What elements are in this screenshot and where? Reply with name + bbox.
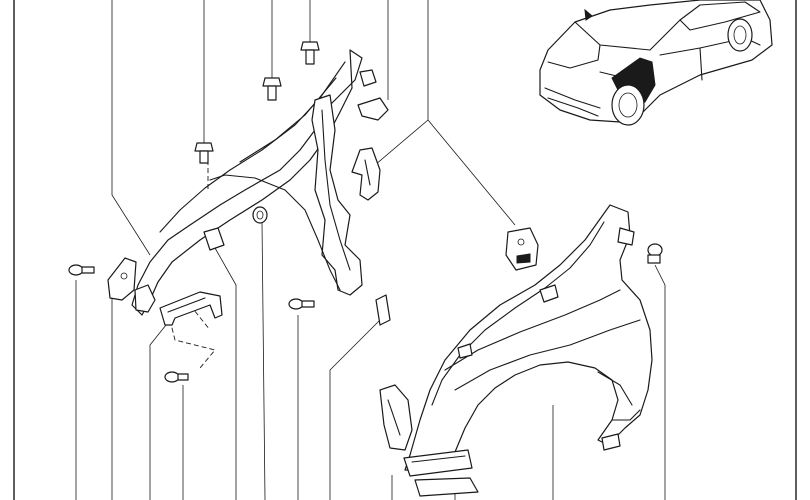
fender-mounting-bracket [107, 97, 391, 326]
fender-nut [252, 206, 268, 224]
front-fender [403, 204, 653, 477]
mud-flap-seal [351, 147, 381, 201]
bolt-2 [262, 77, 282, 101]
bolt-1 [300, 41, 320, 65]
fender-inner-bracket-rail [131, 49, 377, 316]
bolt-7 [647, 243, 663, 264]
bolt-6 [164, 371, 189, 383]
vehicle-locator-view [539, 0, 773, 126]
fender-liner [379, 384, 479, 497]
fender-clip [505, 227, 539, 271]
bolt-5 [288, 298, 315, 310]
fender-bolt [68, 41, 663, 383]
bolt-4 [68, 264, 95, 276]
bolt-3 [194, 142, 214, 164]
diagram-frame [13, 0, 797, 500]
callout-lines [75, 0, 666, 500]
